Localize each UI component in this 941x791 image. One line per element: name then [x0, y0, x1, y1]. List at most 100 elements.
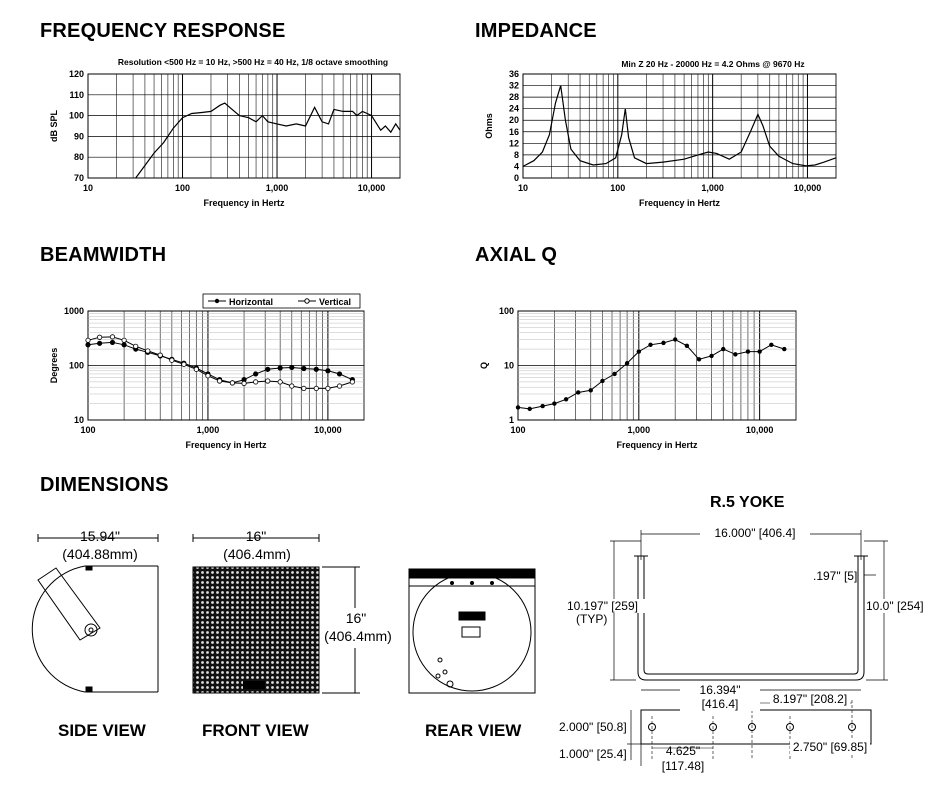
data-point	[733, 352, 738, 357]
data-point	[757, 349, 762, 354]
x-tick-label: 1,000	[701, 183, 724, 193]
data-point-vertical	[121, 337, 127, 343]
data-point-vertical	[313, 385, 319, 392]
y-axis-label: Degrees	[49, 348, 59, 384]
series-line	[522, 85, 837, 167]
data-point	[612, 371, 617, 377]
yoke-hole-spacing-label: 4.625"	[665, 744, 701, 758]
data-point	[600, 378, 605, 384]
legend-label: Horizontal	[229, 297, 273, 307]
x-axis-label: Frequency in Hertz	[203, 198, 285, 208]
data-point	[563, 397, 569, 402]
data-point-vertical	[289, 383, 295, 389]
yoke-drawing	[610, 530, 888, 766]
x-tick-label: 10,000	[794, 183, 822, 193]
yoke-hole-end-label: 2.750" [69.85]	[790, 740, 870, 754]
data-point	[515, 405, 521, 410]
front-width-label: 16"	[245, 528, 267, 544]
x-tick-label: 1,000	[197, 425, 220, 435]
y-tick-label: 16	[509, 127, 519, 137]
y-tick-label: 0	[514, 173, 519, 183]
data-point	[624, 361, 630, 366]
data-point-horizontal	[289, 364, 295, 371]
y-tick-label: 1	[509, 415, 514, 425]
y-tick-label: 90	[74, 131, 84, 141]
data-point-vertical	[169, 357, 175, 363]
chart-subtitle: Resolution <500 Hz = 10 Hz, >500 Hz = 40…	[118, 57, 388, 67]
data-point-vertical	[265, 378, 271, 384]
series-line	[135, 102, 401, 179]
plot-area	[522, 73, 837, 179]
y-tick-label: 24	[509, 104, 519, 114]
data-point-vertical	[109, 334, 116, 340]
data-point-horizontal	[313, 366, 319, 372]
data-point-horizontal	[336, 371, 343, 377]
data-point-horizontal	[277, 365, 283, 371]
y-tick-label: 100	[69, 111, 84, 121]
data-point-horizontal	[301, 365, 307, 372]
x-tick-label: 10	[83, 183, 93, 193]
yoke-width-label: 16.000" [406.4]	[700, 526, 810, 540]
front-height-mm-label: (406.4mm)	[324, 628, 392, 644]
rear-view-drawing	[408, 568, 536, 694]
y-axis-label: Q	[479, 362, 489, 369]
frequency-response-title: FREQUENCY RESPONSE	[40, 20, 286, 42]
x-axis-label: Frequency in Hertz	[616, 440, 698, 450]
data-point	[636, 349, 642, 354]
y-axis-label: dB SPL	[49, 110, 59, 143]
legend-marker	[304, 298, 310, 304]
side-view-drawing	[31, 534, 159, 693]
front-width-mm-label: (406.4mm)	[223, 546, 291, 562]
data-point-vertical	[193, 366, 199, 372]
y-tick-label: 120	[69, 69, 84, 79]
yoke-typ-label: (TYP)	[576, 612, 608, 626]
x-tick-label: 100	[610, 183, 625, 193]
side-view-caption: SIDE VIEW	[58, 721, 146, 740]
y-tick-label: 32	[509, 81, 519, 91]
legend-marker	[214, 298, 220, 304]
data-point	[540, 403, 545, 409]
x-tick-label: 1,000	[628, 425, 651, 435]
y-tick-label: 100	[69, 361, 84, 371]
data-point	[782, 346, 787, 352]
data-point	[745, 349, 751, 354]
data-point-vertical	[277, 379, 283, 385]
data-point-vertical	[85, 337, 91, 343]
y-tick-label: 110	[69, 90, 84, 100]
yoke-base-height-2-label: 1.000" [25.4]	[559, 747, 627, 761]
dimensions-title: DIMENSIONS	[40, 474, 169, 496]
data-point-horizontal	[253, 371, 259, 377]
yoke-title: R.5 YOKE	[710, 494, 785, 511]
data-point	[696, 357, 702, 362]
y-tick-label: 12	[509, 138, 519, 148]
y-tick-label: 10	[74, 415, 84, 425]
data-point	[527, 406, 532, 412]
data-point	[672, 337, 678, 342]
legend-box	[202, 293, 361, 309]
data-point	[576, 390, 581, 395]
legend-label: Vertical	[319, 297, 351, 307]
data-point	[661, 340, 666, 346]
axial-q-title: AXIAL Q	[475, 244, 558, 266]
yoke-hole-spacing-mm-label: [117.48]	[661, 759, 705, 773]
data-point	[588, 388, 593, 393]
y-tick-label: 100	[499, 306, 514, 316]
y-tick-label: 4	[514, 161, 519, 171]
yoke-height-right-label: 10.0" [254]	[866, 599, 936, 613]
data-point-vertical	[336, 383, 343, 389]
yoke-base-length-label: 16.394" [416.4]	[680, 683, 760, 711]
front-view-caption: FRONT VIEW	[202, 721, 309, 740]
yoke-base-height-1-label: 2.000" [50.8]	[559, 720, 627, 734]
data-point-vertical	[157, 352, 163, 358]
data-point-vertical	[133, 343, 139, 349]
chart-subtitle: Min Z 20 Hz - 20000 Hz = 4.2 Ohms @ 9670…	[621, 59, 804, 69]
data-point	[684, 343, 690, 348]
x-tick-label: 100	[80, 425, 95, 435]
x-tick-label: 100	[175, 183, 190, 193]
x-tick-label: 10	[518, 183, 528, 193]
y-tick-label: 70	[74, 173, 84, 183]
x-tick-label: 100	[510, 425, 525, 435]
